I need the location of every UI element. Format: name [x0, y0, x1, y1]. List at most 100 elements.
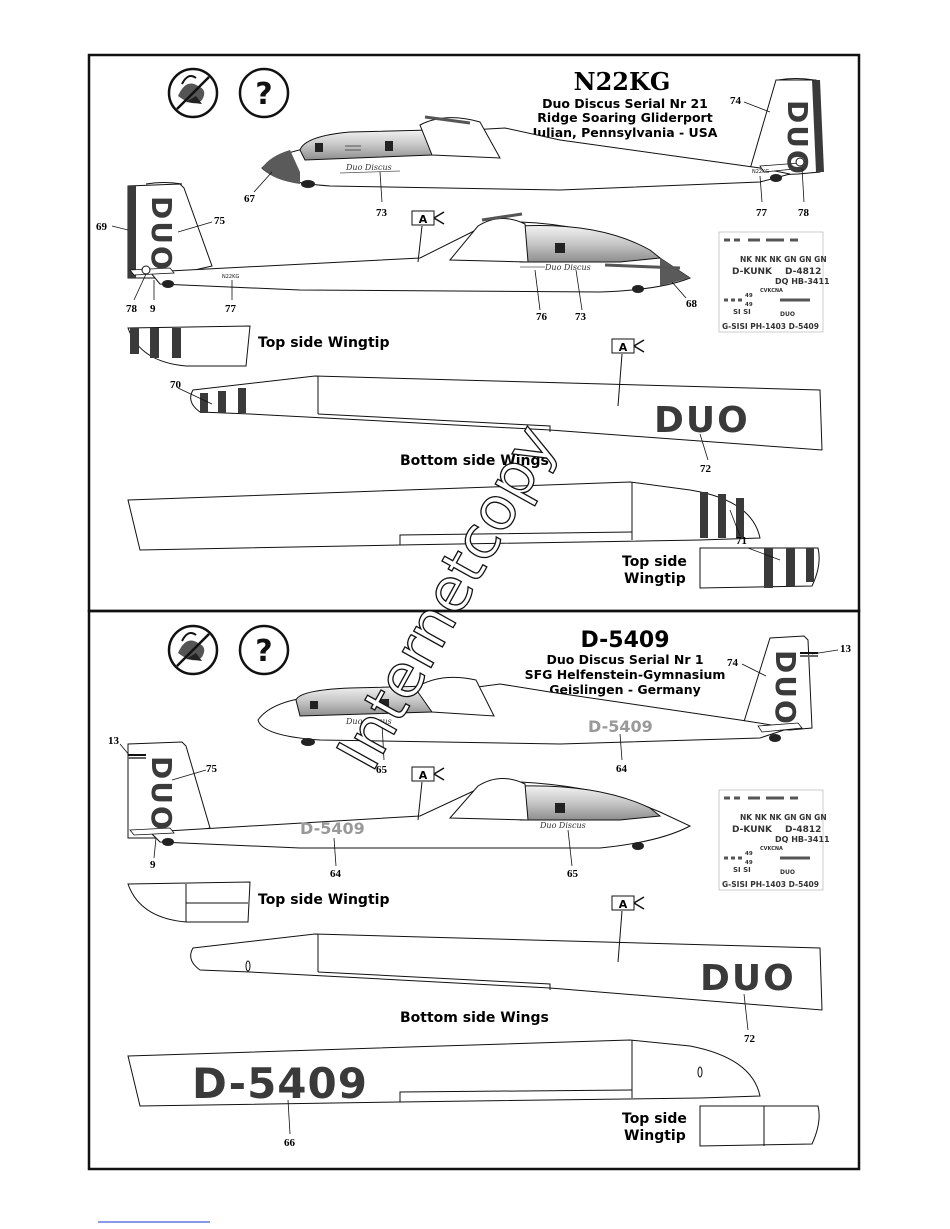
sheet2-leader-lines: [119, 649, 839, 1135]
s2-callout-13a: 13: [840, 643, 852, 655]
sheet1-bottom-wing: [190, 375, 823, 451]
s2-callout-65b: 65: [567, 868, 579, 880]
sheet2-glider-side-right: [127, 741, 692, 850]
sheet2-top-wingtip: [127, 881, 251, 923]
sheet1-view-a-text-2: A: [619, 341, 628, 354]
sheet2-view-a-text-2: A: [619, 898, 628, 911]
sheet1-fuselage-stripe-left: [339, 170, 401, 174]
sheet1-fin-text-right: DUO: [145, 196, 178, 272]
decal2-row7: 49: [745, 860, 753, 866]
sheet2-view-a-badge-2: [611, 895, 645, 963]
s2-callout-66: 66: [284, 1137, 296, 1149]
sheet2-view-a-badge-1: [411, 766, 445, 821]
decal1-row1: NK NK NK GN GN GN: [740, 255, 827, 264]
sheet1-decal-thumbnail: [718, 231, 824, 333]
sheet1-top-side-label: Top side: [622, 554, 687, 570]
sheet1-question-icon: ?: [238, 67, 290, 119]
s1-callout-69: 69: [96, 221, 108, 233]
decal2-row4: DQ HB-3411: [775, 835, 830, 844]
sheet1-view-a-text-1: A: [419, 213, 428, 226]
s1-callout-78a: 78: [798, 207, 810, 219]
sheet1-mascot-icon: [167, 67, 219, 119]
decal2-row10: G-SISI PH-1403 D-5409: [722, 880, 819, 889]
sheet1-top-wingtip-label: Top side Wingtip: [258, 335, 389, 351]
sheet2-top-wing: [127, 1039, 761, 1107]
sheet2-glider-side-left: [257, 635, 818, 746]
decal2-row2: D-KUNK: [732, 825, 773, 835]
sheet2-decal-thumbnail: [718, 789, 824, 891]
decal1-row10: G-SISI PH-1403 D-5409: [722, 322, 819, 331]
sheet1-fuselage-script-left: Duo Discus: [345, 163, 392, 172]
sheet2-wingtip-label: Wingtip: [624, 1128, 686, 1144]
sheet2-title: D-5409: [580, 628, 669, 653]
sheet1-view-a-badge-2: [611, 338, 645, 407]
sheet1-bottom-wings-label: Bottom side Wings: [400, 453, 549, 469]
decal1-row4: DQ HB-3411: [775, 277, 830, 286]
decal1-row9: DUO: [780, 311, 795, 318]
decal2-row1: NK NK NK GN GN GN: [740, 813, 827, 822]
s1-callout-77b: 77: [225, 303, 237, 315]
decal2-row3: D-4812: [785, 825, 821, 835]
sheet2-fuselage-reg-left: D-5409: [588, 717, 653, 736]
decal2-row9: DUO: [780, 869, 795, 876]
sheet1-glider-side-left: [261, 78, 824, 191]
decal1-row6: 49: [745, 293, 753, 299]
s1-callout-73a: 73: [376, 207, 388, 219]
s2-callout-9: 9: [150, 859, 156, 871]
sheet1-glider-side-right: [127, 182, 692, 293]
s1-callout-9: 9: [150, 303, 156, 315]
sheet1-tail-reg-left: N22KG: [752, 169, 769, 175]
sheet1-fuselage-reg-right: N22KG: [222, 274, 239, 280]
sheet2-subtitle-3: Geislingen - Germany: [549, 682, 701, 697]
decal1-row3: D-4812: [785, 267, 821, 277]
s2-callout-13b: 13: [108, 735, 120, 747]
sheet1-top-wingtip-2: [699, 547, 820, 589]
sheet1-subtitle-2: Ridge Soaring Gliderport: [537, 110, 712, 125]
decal2-row6: 49: [745, 851, 753, 857]
sheet2-view-a-text-1: A: [419, 769, 428, 782]
sheet2-mascot-icon: [167, 624, 219, 676]
s1-callout-77a: 77: [756, 207, 768, 219]
s1-callout-74: 74: [730, 95, 742, 107]
s2-callout-64b: 64: [330, 868, 342, 880]
sheet2-bottom-wings-label: Bottom side Wings: [400, 1010, 549, 1026]
sheet1-top-wing: [127, 481, 761, 551]
sheet2-bottom-wing: [190, 933, 823, 1011]
sheet1-title: N22KG: [574, 67, 671, 96]
s1-callout-73b: 73: [575, 311, 587, 323]
sheet2-top-side-label: Top side: [622, 1111, 687, 1127]
s1-callout-76: 76: [536, 311, 548, 323]
s1-callout-72: 72: [700, 463, 712, 475]
decal2-row8: SI SI: [733, 866, 751, 874]
decal1-row2: D-KUNK: [732, 267, 773, 277]
sheet1-view-a-badge-1: [411, 210, 445, 263]
decal1-row5: CVKCNA: [760, 288, 783, 294]
panel-bottom-border: [87, 609, 861, 1171]
s2-callout-75: 75: [206, 763, 218, 775]
sheet2-fin-text-left: DUO: [769, 650, 802, 726]
s2-callout-72: 72: [744, 1033, 756, 1045]
sheet2-wing-reg: D-5409: [192, 1059, 368, 1108]
sheet2-subtitle-2: SFG Helfenstein-Gymnasium: [525, 667, 726, 682]
s1-callout-67: 67: [244, 193, 256, 205]
sheet2-subtitle-1: Duo Discus Serial Nr 1: [546, 652, 703, 667]
decal2-row5: CVKCNA: [760, 846, 783, 852]
sheet2-fuselage-reg-right: D-5409: [300, 819, 365, 838]
sheet2-wing-text: DUO: [700, 958, 796, 999]
sheet2-fin-text-right: DUO: [145, 756, 178, 832]
sheet1-wingtip-label: Wingtip: [624, 571, 686, 587]
sheet2-top-wingtip-2: [699, 1105, 820, 1147]
s2-callout-65a: 65: [376, 764, 388, 776]
sheet1-top-wingtip: [127, 325, 251, 367]
sheet1-fin-text-left: DUO: [781, 100, 814, 176]
s2-callout-64a: 64: [616, 763, 628, 775]
decal1-row8: SI SI: [733, 308, 751, 316]
decal1-row7: 49: [745, 302, 753, 308]
svg-text:?: ?: [255, 77, 272, 112]
s1-callout-68: 68: [686, 298, 698, 310]
s1-callout-75: 75: [214, 215, 226, 227]
s1-callout-70: 70: [170, 379, 182, 391]
sheet2-fuselage-script-left: Duo Discus: [345, 717, 392, 726]
sheet2-top-wingtip-label: Top side Wingtip: [258, 892, 389, 908]
